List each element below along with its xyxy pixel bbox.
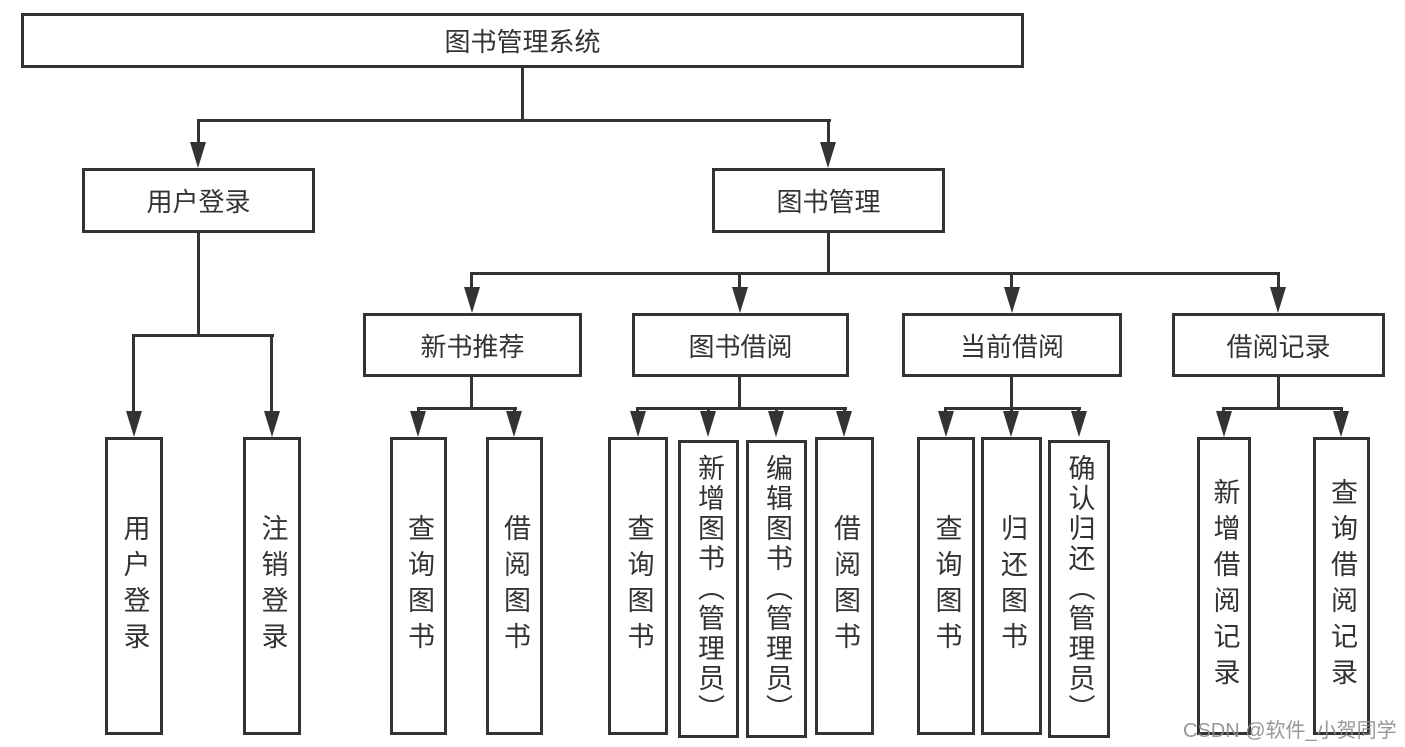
connector-shaft bbox=[738, 272, 741, 290]
arrow-down-icon bbox=[264, 411, 280, 437]
node-label: 查询图书 bbox=[931, 514, 962, 658]
connector-shaft bbox=[470, 272, 473, 290]
connector-bookmgmt-stem bbox=[827, 233, 830, 275]
node-add-borrow-record: 新增借阅记录 bbox=[1197, 437, 1251, 735]
node-label: 查询图书 bbox=[404, 514, 434, 658]
arrow-down-icon bbox=[190, 142, 206, 168]
node-label: 确认归还（管理员） bbox=[1064, 454, 1095, 724]
connector-root-stem bbox=[521, 68, 524, 122]
arrow-down-icon bbox=[1216, 411, 1232, 437]
node-current-borrowing: 当前借阅 bbox=[902, 313, 1122, 377]
arrow-down-icon bbox=[700, 411, 716, 437]
node-label: 编辑图书（管理员） bbox=[762, 454, 792, 724]
arrow-down-icon bbox=[464, 287, 480, 313]
node-return-books: 归还图书 bbox=[981, 437, 1042, 735]
node-label: 借阅图书 bbox=[830, 514, 860, 658]
arrow-down-icon bbox=[836, 411, 852, 437]
arrow-down-icon bbox=[1004, 287, 1020, 313]
node-new-book-recommend: 新书推荐 bbox=[363, 313, 582, 377]
connector-shaft bbox=[1010, 272, 1013, 290]
connector-shaft bbox=[270, 334, 273, 414]
connector-stem bbox=[470, 377, 473, 410]
connector-stem bbox=[738, 377, 741, 410]
connector-branch bbox=[417, 407, 517, 410]
node-logout-login: 注销登录 bbox=[243, 437, 301, 735]
connector-root-branch bbox=[197, 119, 831, 122]
node-edit-books-admin: 编辑图书（管理员） bbox=[746, 440, 807, 738]
node-library-system: 图书管理系统 bbox=[21, 13, 1024, 68]
arrow-down-icon bbox=[1003, 411, 1019, 437]
connector-stem bbox=[1010, 377, 1013, 410]
connector-userlogin-branch bbox=[132, 334, 274, 337]
arrow-down-icon bbox=[1071, 411, 1087, 437]
connector-stem bbox=[1277, 377, 1280, 410]
node-label: 查询借阅记录 bbox=[1327, 478, 1357, 694]
arrow-down-icon bbox=[938, 411, 954, 437]
connector-bookmgmt-branch bbox=[470, 272, 1280, 275]
node-borrow-books-borrowing: 借阅图书 bbox=[815, 437, 874, 735]
node-label: 新增图书（管理员） bbox=[694, 454, 724, 724]
connector-branch bbox=[636, 407, 847, 410]
node-borrow-books-recommend: 借阅图书 bbox=[486, 437, 543, 735]
node-label: 借阅图书 bbox=[500, 514, 530, 658]
node-label: 归还图书 bbox=[997, 514, 1027, 658]
connector-shaft bbox=[827, 119, 830, 144]
node-borrowing-records: 借阅记录 bbox=[1172, 313, 1385, 377]
node-user-login-leaf: 用户登录 bbox=[105, 437, 163, 735]
node-label: 用户登录 bbox=[119, 514, 150, 658]
arrow-down-icon bbox=[630, 411, 646, 437]
node-user-login: 用户登录 bbox=[82, 168, 315, 233]
node-confirm-return-admin: 确认归还（管理员） bbox=[1048, 440, 1110, 738]
node-book-borrowing: 图书借阅 bbox=[632, 313, 849, 377]
arrow-down-icon bbox=[506, 411, 522, 437]
arrow-down-icon bbox=[820, 142, 836, 168]
node-add-books-admin: 新增图书（管理员） bbox=[678, 440, 739, 738]
node-label: 新增借阅记录 bbox=[1209, 478, 1240, 694]
node-label: 查询图书 bbox=[623, 514, 654, 658]
node-query-books-recommend: 查询图书 bbox=[390, 437, 447, 735]
connector-shaft bbox=[132, 334, 135, 414]
arrow-down-icon bbox=[126, 411, 142, 437]
connector-shaft bbox=[1277, 272, 1280, 290]
csdn-watermark: CSDN @软件_小贺同学 bbox=[1183, 720, 1397, 742]
arrow-down-icon bbox=[1270, 287, 1286, 313]
arrow-down-icon bbox=[1333, 411, 1349, 437]
node-book-management: 图书管理 bbox=[712, 168, 945, 233]
connector-userlogin-stem bbox=[197, 233, 200, 337]
node-label: 注销登录 bbox=[257, 514, 288, 658]
node-query-books-current: 查询图书 bbox=[917, 437, 975, 735]
arrow-down-icon bbox=[732, 287, 748, 313]
node-query-books-borrowing: 查询图书 bbox=[608, 437, 668, 735]
arrow-down-icon bbox=[410, 411, 426, 437]
arrow-down-icon bbox=[768, 411, 784, 437]
node-query-borrow-record: 查询借阅记录 bbox=[1313, 437, 1370, 735]
connector-branch bbox=[1222, 407, 1343, 410]
connector-shaft bbox=[197, 119, 200, 144]
